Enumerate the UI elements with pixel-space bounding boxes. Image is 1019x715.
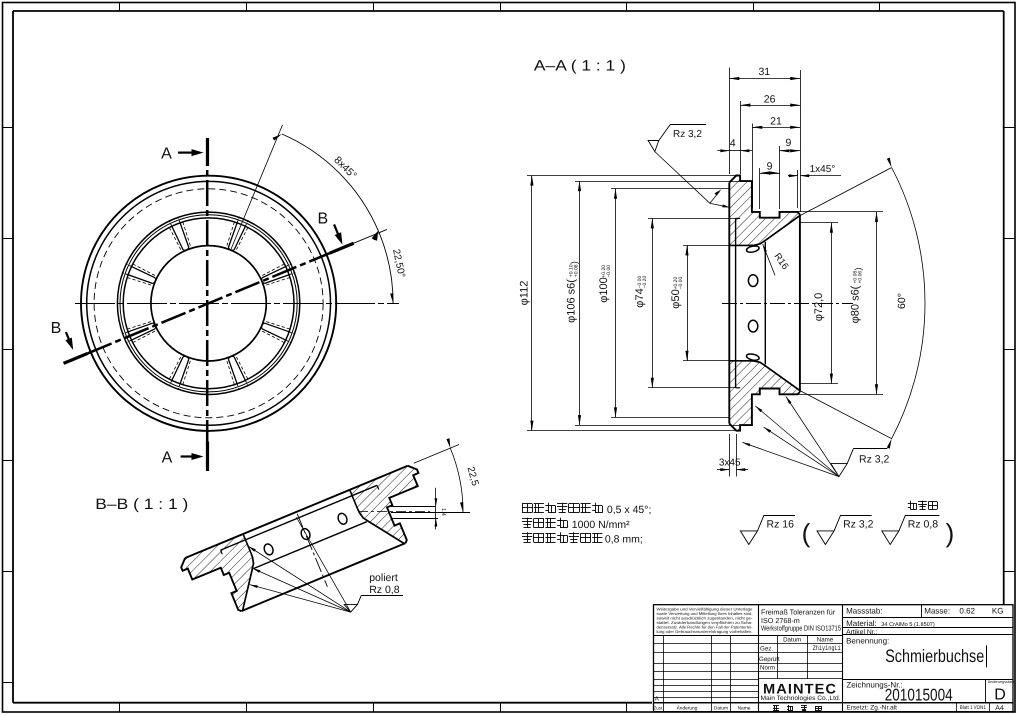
svg-text:Geprüft: Geprüft: [759, 656, 780, 663]
svg-text:Freimaß Toleranzen für: Freimaß Toleranzen für: [761, 608, 836, 617]
svg-text:Massstab:: Massstab:: [846, 607, 882, 616]
svg-text:+0.10: +0.10: [569, 264, 575, 277]
svg-text:1000 N/mm²: 1000 N/mm²: [572, 519, 630, 531]
svg-text:): ): [853, 268, 863, 271]
svg-text:22,5: 22,5: [465, 466, 481, 488]
svg-text:): ): [946, 518, 955, 548]
svg-text:A: A: [161, 146, 172, 163]
svg-text:Zeichnungs-Nr.:: Zeichnungs-Nr.:: [846, 680, 902, 689]
svg-text:stattet. Zuwiderhandlungen ver: stattet. Zuwiderhandlungen verpflichten …: [657, 620, 754, 625]
svg-text:9: 9: [767, 161, 773, 173]
svg-text:(: (: [802, 518, 811, 548]
svg-text:φ100: φ100: [598, 277, 610, 303]
svg-text:+0.20: +0.20: [601, 265, 607, 278]
svg-text:Gez.: Gez.: [760, 646, 773, 653]
svg-text:): ): [569, 261, 579, 264]
svg-text:9: 9: [785, 137, 791, 149]
svg-text:A: A: [162, 450, 173, 467]
svg-text:Benennung:: Benennung:: [846, 636, 889, 645]
svg-text:D: D: [994, 687, 1006, 704]
svg-text:−0.00: −0.00: [637, 276, 643, 289]
svg-text:Werkstoffgruppe DIN ISO13715: Werkstoffgruppe DIN ISO13715: [761, 624, 841, 633]
svg-text:Schmierbuchse: Schmierbuchse: [885, 646, 984, 666]
svg-text:Material:: Material:: [846, 619, 877, 628]
svg-text:Rz 3,2: Rz 3,2: [859, 454, 890, 466]
svg-text:Name: Name: [817, 637, 834, 644]
svg-text:+0.08: +0.08: [853, 271, 859, 284]
svg-text:Rz 16: Rz 16: [767, 519, 795, 531]
svg-text:B: B: [317, 211, 328, 228]
svg-text:densersatz. Alle Rechte für de: densersatz. Alle Rechte für den Fall der…: [657, 625, 754, 630]
svg-text:0,5 x 45°;: 0,5 x 45°;: [607, 504, 651, 516]
svg-text:Änderung: Änderung: [677, 704, 698, 711]
svg-text:soweit nicht ausdrücklich zuge: soweit nicht ausdrücklich zugestanden, n…: [657, 615, 754, 620]
svg-text:1x45°: 1x45°: [810, 164, 836, 175]
svg-text:Änderungsstand: Änderungsstand: [988, 679, 1016, 684]
svg-text:Rz 0,8: Rz 0,8: [908, 519, 939, 531]
svg-text:A4: A4: [995, 705, 1004, 712]
svg-text:Rz 3,2: Rz 3,2: [843, 519, 874, 531]
svg-text:−0.20: −0.20: [642, 276, 648, 289]
svg-text:Datum: Datum: [714, 705, 728, 711]
svg-text:+0.20: +0.20: [673, 277, 679, 290]
svg-text:+0.06: +0.06: [858, 271, 864, 284]
svg-text:KG: KG: [992, 607, 1004, 616]
svg-text:poliert: poliert: [369, 572, 398, 584]
svg-text:φ112: φ112: [519, 281, 531, 306]
svg-text:4: 4: [730, 138, 736, 150]
svg-text:−0.00: −0.00: [606, 265, 612, 278]
svg-text:B: B: [51, 320, 62, 337]
svg-text:sowie Verwertung und Mitteilun: sowie Verwertung und Mitteilung ihres In…: [657, 611, 753, 616]
svg-text:+0.08: +0.08: [574, 264, 580, 277]
svg-text:MAINTEC: MAINTEC: [763, 681, 837, 697]
svg-text:Weitergabe und Vervielfältigun: Weitergabe und Vervielfältigung dieser U…: [657, 606, 754, 611]
svg-text:A: A: [655, 696, 659, 703]
svg-text:Norm: Norm: [760, 665, 775, 672]
svg-text:−0.00: −0.00: [678, 277, 684, 290]
svg-text:31: 31: [758, 66, 770, 78]
svg-text:Datum: Datum: [783, 637, 801, 644]
svg-text:A–A ( 1 : 1 ): A–A ( 1 : 1 ): [534, 58, 626, 75]
svg-text:φ50: φ50: [670, 289, 682, 308]
svg-text:0.62: 0.62: [959, 607, 975, 616]
svg-text:3x45: 3x45: [719, 457, 741, 468]
svg-text:Name: Name: [738, 705, 751, 711]
svg-text:26: 26: [764, 94, 776, 106]
svg-text:Rz 0,8: Rz 0,8: [369, 584, 400, 596]
svg-text:ISO 2768-m: ISO 2768-m: [761, 616, 800, 625]
svg-text:Masse:: Masse:: [924, 607, 950, 616]
svg-text:Main Technologies Co.,Ltd.: Main Technologies Co.,Ltd.: [761, 695, 841, 702]
svg-text:1,4: 1,4: [440, 508, 446, 516]
svg-text:Zust.: Zust.: [653, 705, 663, 710]
svg-text:lung oder Gebrauchsmustereintr: lung oder Gebrauchsmustereintragung vorb…: [657, 629, 753, 634]
svg-text:φ74: φ74: [634, 288, 646, 307]
svg-text:Artikel Nr.:: Artikel Nr.:: [846, 629, 877, 636]
svg-text:0,8 mm;: 0,8 mm;: [605, 534, 643, 546]
svg-text:Rz 3,2: Rz 3,2: [673, 129, 702, 140]
svg-text:φ72,0: φ72,0: [813, 293, 825, 322]
svg-text:34 CrAlMo 5 (1.8507): 34 CrAlMo 5 (1.8507): [881, 621, 935, 628]
svg-text:B–B ( 1 : 1 ): B–B ( 1 : 1 ): [95, 496, 188, 513]
svg-text:60°: 60°: [896, 293, 908, 309]
svg-text:ZhiyingLi: ZhiyingLi: [813, 645, 841, 653]
svg-text:21: 21: [770, 116, 782, 128]
svg-text:Ersetzt: Zg.-Nr.alt: Ersetzt: Zg.-Nr.alt: [846, 705, 897, 712]
svg-text:φ106 s6(: φ106 s6(: [566, 279, 578, 323]
svg-text:201015004: 201015004: [885, 685, 953, 704]
svg-text:φ80 s6(: φ80 s6(: [850, 285, 862, 323]
svg-text:Blatt 1 VON1: Blatt 1 VON1: [960, 705, 986, 711]
